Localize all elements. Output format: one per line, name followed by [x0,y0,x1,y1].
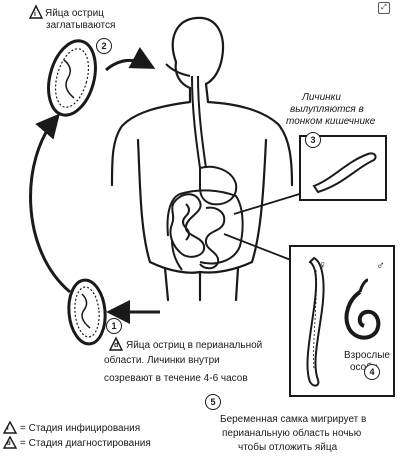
legend-symbols [2,420,18,449]
step-d-label-line2: области. Личинки внутри [104,355,220,366]
step3-label-line2: вылупляются в [290,104,364,115]
step3-label-line1: Личинки [302,92,341,103]
step-marker-2: 2 [96,38,112,54]
human-body-outline [110,16,294,302]
legend-infection-label: = Стадия инфицирования [20,423,141,434]
infection-triangle-symbol: i [34,11,36,18]
step5-label-line3: чтобы отложить яйца [238,442,338,453]
arrow-to-mouth [105,46,156,72]
infection-triangle-top [28,4,44,19]
step-d-label-line1: Яйца остриц в перианальной [126,340,263,351]
step-marker-3: 3 [305,132,321,148]
pointer-to-larva-box [233,191,307,215]
step-marker-1: 1 [106,318,122,334]
diagnosis-triangle-bottom [108,336,124,351]
adults-label-line2: особи [350,362,378,373]
step3-label-line3: тонком кишечнике [286,116,376,127]
step2-label-line1: Яйца остриц [45,8,104,19]
female-symbol: ♀ [318,258,327,272]
male-symbol: ♂ [376,258,385,272]
egg-perianal-illustration [67,278,107,346]
egg-swallowed-illustration [47,39,97,117]
step5-label-line2: перианальную область ночью [222,428,362,439]
step-d-label-line3: созревают в течение 4-6 часов [104,373,248,384]
legend-diagnosis-label: = Стадия диагностирования [20,438,151,449]
adults-label-line1: Взрослые [344,350,390,361]
step5-label-line1: Беременная самка мигрирует в [220,414,367,425]
step-marker-4: 4 [364,364,380,380]
expand-icon[interactable]: ⤢ [378,2,390,14]
legend-infection-symbol: i [7,426,9,432]
digestive-tract [165,63,244,271]
step2-label-line2: заглатываются [46,20,116,31]
step-marker-5: 5 [205,394,221,410]
cycle-arrow-left [29,113,71,294]
legend-diagnosis-symbol: d [7,441,11,447]
pointer-to-adults [223,233,297,263]
diagnosis-triangle-symbol: d [114,342,119,349]
